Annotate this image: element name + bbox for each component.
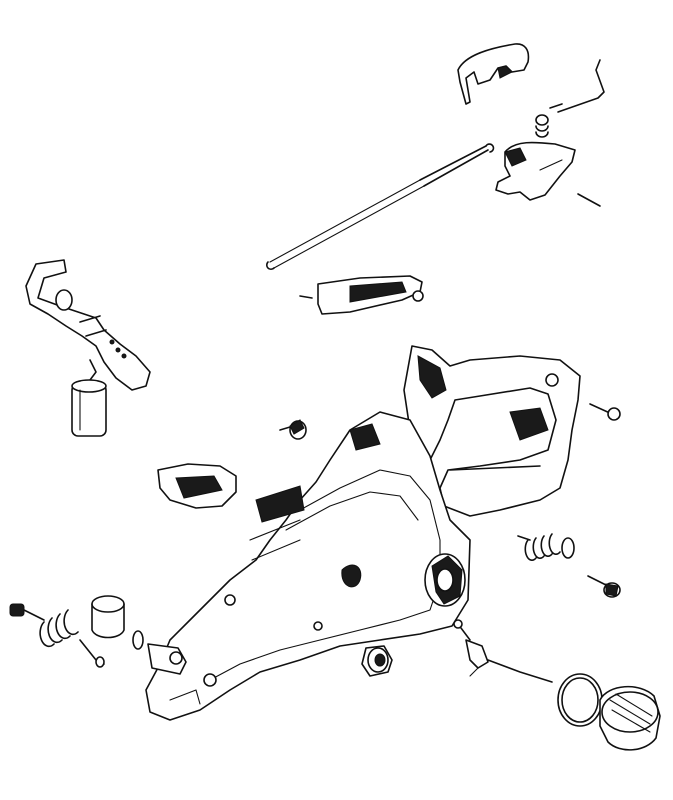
bushing-part-center [361, 645, 393, 677]
fuel-filter-part [71, 359, 107, 437]
throttle-rod-part [265, 143, 495, 271]
av-spring-part-left [9, 603, 105, 668]
screw-part-left [279, 419, 307, 440]
rubber-buffer-part [91, 595, 125, 639]
main-housing-part [145, 345, 581, 721]
guard-plate-part [157, 463, 237, 509]
screw-part-right [587, 575, 621, 598]
lever-plate-part [299, 275, 424, 315]
washer-part [132, 630, 144, 650]
bushing-part-left [147, 643, 187, 675]
o-ring-part [557, 673, 603, 727]
av-spring-part-right [517, 533, 575, 561]
filler-cap-part [599, 685, 661, 751]
handle-guard-part [457, 43, 530, 105]
spring-wire-part [535, 59, 605, 138]
throttle-trigger-part [495, 141, 601, 207]
bolt-part-top-right [589, 403, 621, 421]
filler-cap-cable-part [453, 619, 553, 683]
fuel-hose-part [25, 259, 151, 391]
